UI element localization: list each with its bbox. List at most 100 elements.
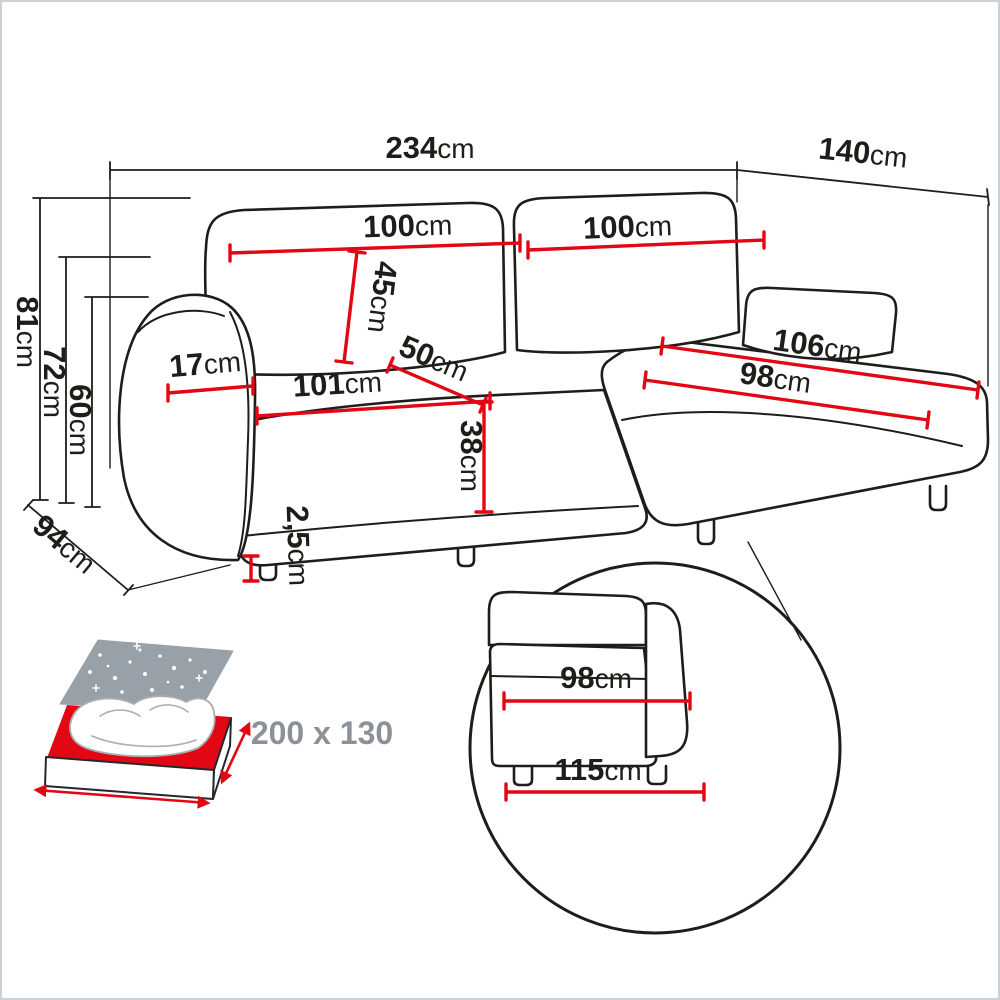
- dim-100-right-value: 100: [582, 209, 635, 246]
- sleeping-area: 200 x 130: [33, 639, 393, 809]
- detail-backrest-block: [487, 590, 648, 647]
- dimension-back-cushion-left: 100cm: [228, 206, 522, 263]
- sofa-leg-chaise-left: [696, 516, 716, 546]
- dim-60-label: 60cm: [63, 384, 98, 456]
- dimension-chaise-length: 106cm: [659, 322, 981, 400]
- bed-width-arrow: [33, 784, 211, 809]
- dim-81-value: 81: [10, 296, 45, 330]
- dim-detail-115-value: 115: [554, 752, 604, 787]
- dimension-armrest-height: 72cm: [37, 256, 151, 504]
- dim-2-5-unit: cm: [282, 548, 314, 586]
- red-line-45: [334, 249, 367, 365]
- dim-detail-98-unit: cm: [595, 663, 632, 694]
- dimension-seat-back-height: 60cm: [63, 296, 149, 508]
- dim-60-unit: cm: [64, 419, 95, 456]
- dim-45-label: 45cm: [361, 260, 404, 336]
- detail-seat-front: [488, 642, 658, 768]
- dim-81-label: 81cm: [10, 296, 45, 368]
- dim-100-left-label: 100cm: [363, 206, 453, 244]
- dim-100-right-label: 100cm: [582, 207, 672, 246]
- dim-72-value: 72: [37, 346, 72, 380]
- dim-38-label: 38cm: [454, 420, 489, 492]
- bed-blanket-folds: [91, 704, 197, 748]
- dim-101-value: 101: [292, 366, 346, 404]
- red-line-100-left: [228, 233, 522, 263]
- back-cushion-right: [512, 191, 741, 354]
- dim-72-unit: cm: [38, 381, 69, 418]
- dim-2-5-label: 2,5cm: [280, 505, 318, 587]
- dimension-seat-height: 38cm: [454, 400, 494, 514]
- dimension-line-81: [32, 197, 191, 501]
- dim-17-unit: cm: [202, 346, 242, 380]
- dim-98-unit: cm: [772, 363, 813, 399]
- red-line-detail-115: [504, 782, 706, 802]
- dim-100-left-unit: cm: [414, 209, 452, 241]
- dim-72-label: 72cm: [37, 346, 72, 418]
- dim-106-unit: cm: [822, 332, 863, 368]
- dimension-total-width: 234cm: [109, 130, 738, 469]
- left-armrest-inner-seam: [229, 311, 250, 557]
- dim-17-label: 17cm: [168, 343, 243, 384]
- sleeping-area-size-label: 200 x 130: [251, 715, 393, 751]
- bed-blanket: [69, 695, 216, 758]
- dimension-leg-height: 2,5cm: [242, 505, 318, 587]
- dim-detail-98-value: 98: [560, 660, 594, 695]
- dimension-total-height: 81cm: [10, 197, 191, 501]
- dim-106-label: 106cm: [771, 322, 864, 369]
- extension-94: [127, 564, 231, 591]
- dimension-line-72: [58, 256, 151, 504]
- detail-armrest: [644, 601, 689, 759]
- dim-94-label: 94cm: [26, 507, 104, 580]
- red-line-38: [474, 400, 494, 514]
- detail-view: 98cm 115cm: [468, 561, 842, 935]
- red-line-106: [659, 336, 981, 400]
- dim-140-value: 140: [817, 130, 872, 170]
- dim-60-value: 60: [63, 384, 98, 418]
- right-armrest-rail: [741, 286, 898, 361]
- dimension-line-60: [84, 296, 149, 508]
- bed-icon: [33, 639, 251, 809]
- dimension-seat-width: 101cm: [255, 363, 492, 426]
- bed-depth-arrow: [220, 721, 251, 785]
- red-line-2-5: [242, 554, 260, 583]
- dimension-back-cushion-right: 100cm: [526, 207, 766, 260]
- detail-seat-seam: [490, 675, 652, 680]
- detail-circle-icon: [468, 561, 842, 935]
- dim-106-value: 106: [771, 322, 827, 364]
- dim-17-value: 17: [168, 346, 205, 384]
- dim-100-left-value: 100: [363, 208, 416, 245]
- red-line-100-right: [526, 230, 766, 260]
- dimension-detail-base-width: 115cm: [504, 752, 706, 802]
- red-line-detail-98: [502, 691, 692, 711]
- seat-front-edge-seam: [241, 505, 639, 537]
- red-line-17: [166, 376, 255, 403]
- dim-38-unit: cm: [455, 455, 486, 492]
- dimension-chaise-depth: 140cm: [736, 130, 990, 387]
- dim-234-label: 234cm: [385, 130, 474, 165]
- dimension-detail-seat-width: 98cm: [502, 660, 692, 711]
- dimension-line-140: [736, 169, 990, 206]
- dim-2-5-value: 2,5: [280, 505, 316, 549]
- detail-sofa-section: [487, 590, 689, 787]
- chaise-cushion-seam: [621, 411, 963, 447]
- dim-140-label: 140cm: [817, 130, 909, 174]
- dim-98-label: 98cm: [737, 355, 813, 400]
- left-armrest-top-seam: [137, 309, 225, 333]
- dimension-chaise-seat-width: 98cm: [642, 355, 931, 430]
- left-armrest: [117, 293, 257, 562]
- dim-234-unit: cm: [437, 133, 474, 164]
- dim-detail-115-unit: cm: [604, 755, 641, 786]
- dim-81-unit: cm: [11, 331, 42, 368]
- dim-101-label: 101cm: [292, 363, 383, 403]
- red-dimensions: 100cm 100cm 45cm 50cm 17cm 101cm 106cm: [166, 206, 981, 587]
- detail-leg-right: [646, 764, 668, 786]
- dim-140-unit: cm: [869, 139, 909, 174]
- dim-101-unit: cm: [344, 366, 383, 399]
- sofa-leg-chaise-right: [928, 484, 948, 512]
- detail-leg-left: [512, 764, 534, 787]
- black-dimensions: 234cm 140cm 81cm 72cm 60cm 94cm: [10, 130, 990, 641]
- dimension-backrest-height: 45cm: [334, 249, 404, 365]
- dim-45-unit: cm: [362, 294, 397, 335]
